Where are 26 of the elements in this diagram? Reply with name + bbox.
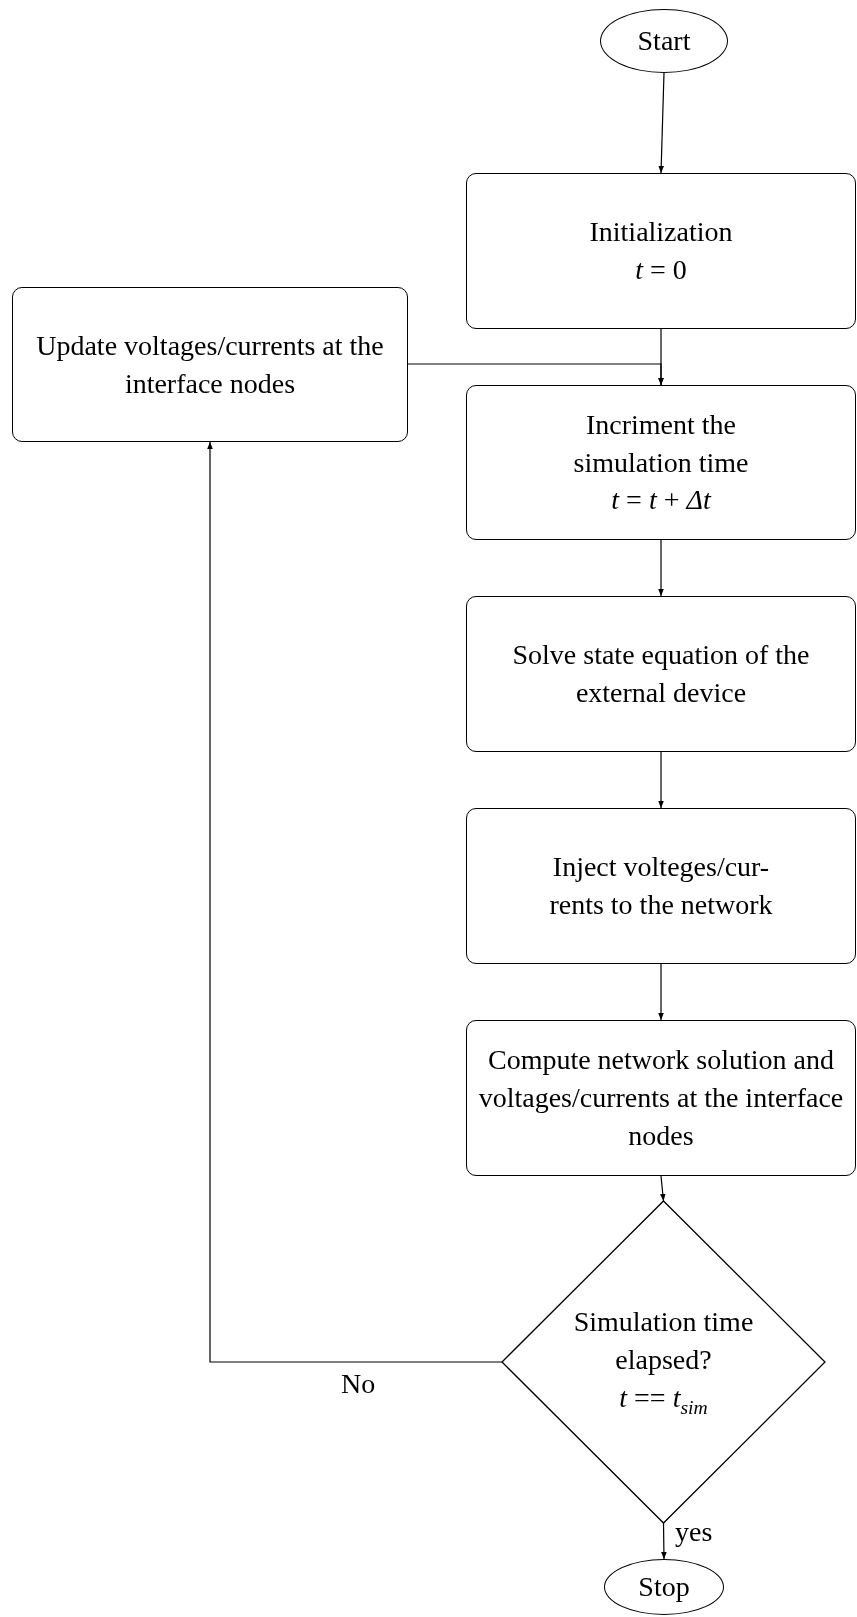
process-box	[466, 1020, 856, 1176]
arrow	[407, 363, 664, 386]
node-label: Start	[637, 24, 691, 59]
arrow	[660, 1175, 666, 1202]
arrow	[658, 539, 664, 597]
process-box	[466, 385, 856, 540]
formula-label: t == t$_{sim}$	[619, 1380, 708, 1420]
arrow	[661, 1522, 667, 1560]
node-label: Simulation time elapsed?	[572, 1305, 755, 1377]
node-label: Stop	[638, 1570, 690, 1605]
node-label: Solve state equation of the external device	[511, 638, 811, 710]
node-label: Initialization	[589, 215, 733, 250]
arrow	[207, 441, 503, 1363]
process-box	[466, 173, 856, 329]
arrow	[658, 963, 664, 1021]
formula-label: t = t + Δt	[611, 483, 711, 518]
node-label: Inject volteges/cur- rents to the network	[548, 850, 774, 922]
arrow	[658, 751, 664, 809]
process-box	[12, 287, 408, 442]
arrow	[658, 72, 665, 174]
process-box	[466, 596, 856, 752]
node-label: Compute network solution and voltages/currents at the interface nodes	[477, 1043, 845, 1153]
formula-label: t = 0	[635, 253, 687, 287]
process-box	[466, 808, 856, 964]
decision-diamond	[502, 1201, 825, 1523]
node-label: Update voltages/currents at the interface nodes	[35, 328, 385, 401]
